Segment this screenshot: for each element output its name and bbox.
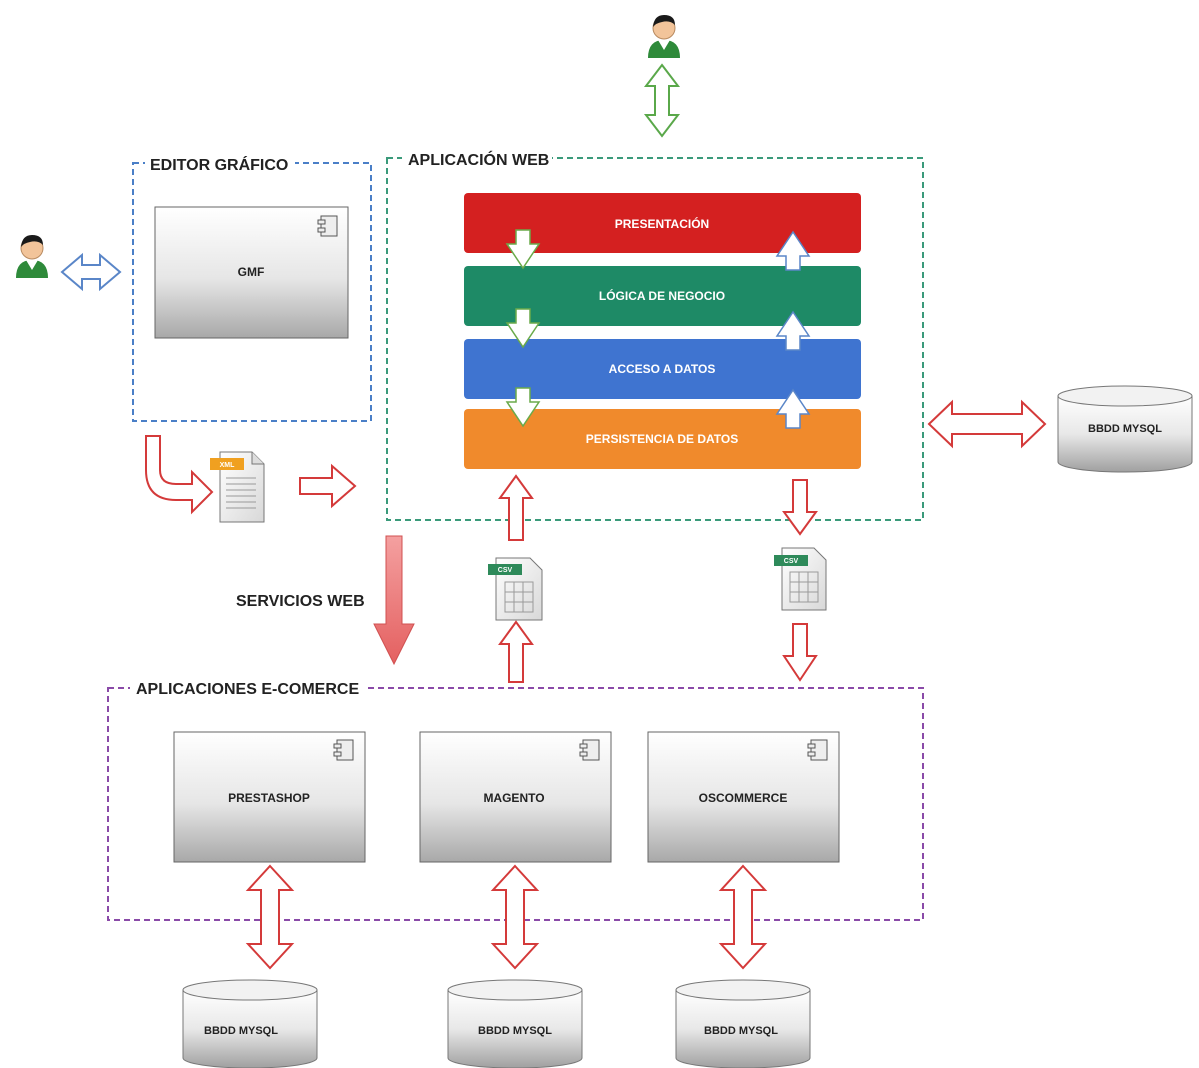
right-arrow-icon xyxy=(299,463,357,509)
up-arrow-icon xyxy=(775,230,811,271)
up-arrow-icon xyxy=(775,388,811,429)
main-db-label: BBDD MYSQL xyxy=(1088,423,1162,435)
up-arrow-icon xyxy=(775,310,811,351)
down-arrow-icon xyxy=(505,387,541,428)
database-icon: BBDD MYSQL xyxy=(182,979,318,1068)
gmf-label: GMF xyxy=(238,265,265,279)
down-arrow-icon xyxy=(505,308,541,349)
double-vertical-arrow-icon xyxy=(245,864,295,970)
double-horizontal-arrow-icon xyxy=(60,252,122,292)
component-icon xyxy=(317,215,338,237)
xml-file-label: XML xyxy=(220,462,236,469)
magento-component: MAGENTO xyxy=(419,731,612,863)
csv-file-icon: CSV xyxy=(774,547,827,611)
services-down-arrow-icon xyxy=(373,535,415,666)
down-arrow-icon xyxy=(782,623,818,682)
prestashop-db-label: BBDD MYSQL xyxy=(204,1025,278,1037)
layer-logica-negocio: LÓGICA DE NEGOCIO xyxy=(464,266,861,326)
database-icon: BBDD MYSQL xyxy=(447,979,583,1068)
editor-group-box xyxy=(132,162,372,422)
layer-label: PRESENTACIÓN xyxy=(615,216,709,231)
down-arrow-icon xyxy=(505,229,541,270)
layer-persistencia-datos: PERSISTENCIA DE DATOS xyxy=(464,409,861,469)
services-label: SERVICIOS WEB xyxy=(236,593,365,610)
layer-label: LÓGICA DE NEGOCIO xyxy=(599,288,725,303)
database-icon: BBDD MYSQL xyxy=(675,979,811,1068)
oscommerce-component: OSCOMMERCE xyxy=(647,731,840,863)
magento-db-label: BBDD MYSQL xyxy=(478,1025,552,1037)
web-app-group-title: APLICACIÓN WEB xyxy=(408,150,549,169)
layer-label: ACCESO A DATOS xyxy=(609,362,716,376)
magento-label: MAGENTO xyxy=(483,791,544,805)
web-app-group-box xyxy=(386,157,924,521)
up-arrow-icon xyxy=(498,474,534,541)
component-icon xyxy=(333,739,354,761)
ecommerce-group-title: APLICACIONES E-COMERCE xyxy=(136,681,359,698)
user-icon xyxy=(15,234,49,279)
layer-acceso-datos: ACCESO A DATOS xyxy=(464,339,861,399)
double-vertical-arrow-icon xyxy=(643,63,681,138)
prestashop-component: PRESTASHOP xyxy=(173,731,366,863)
component-icon xyxy=(807,739,828,761)
layer-presentacion: PRESENTACIÓN xyxy=(464,193,861,253)
oscommerce-db-label: BBDD MYSQL xyxy=(704,1025,778,1037)
csv-file-icon: CSV xyxy=(488,557,543,621)
csv-file-label: CSV xyxy=(498,567,513,574)
up-arrow-icon xyxy=(498,620,534,683)
down-arrow-icon xyxy=(782,479,818,536)
curved-arrow-icon xyxy=(145,435,214,515)
prestashop-label: PRESTASHOP xyxy=(228,791,310,805)
layer-label: PERSISTENCIA DE DATOS xyxy=(586,432,738,446)
component-icon xyxy=(579,739,600,761)
user-icon xyxy=(647,14,681,59)
database-icon: BBDD MYSQL xyxy=(1057,385,1193,473)
double-vertical-arrow-icon xyxy=(490,864,540,970)
xml-file-icon: XML xyxy=(210,451,265,523)
double-horizontal-arrow-icon xyxy=(927,399,1047,449)
csv-file-label: CSV xyxy=(784,558,799,565)
double-vertical-arrow-icon xyxy=(718,864,768,970)
editor-group-title: EDITOR GRÁFICO xyxy=(150,155,288,174)
oscommerce-label: OSCOMMERCE xyxy=(699,791,788,805)
gmf-component: GMF xyxy=(154,206,349,339)
